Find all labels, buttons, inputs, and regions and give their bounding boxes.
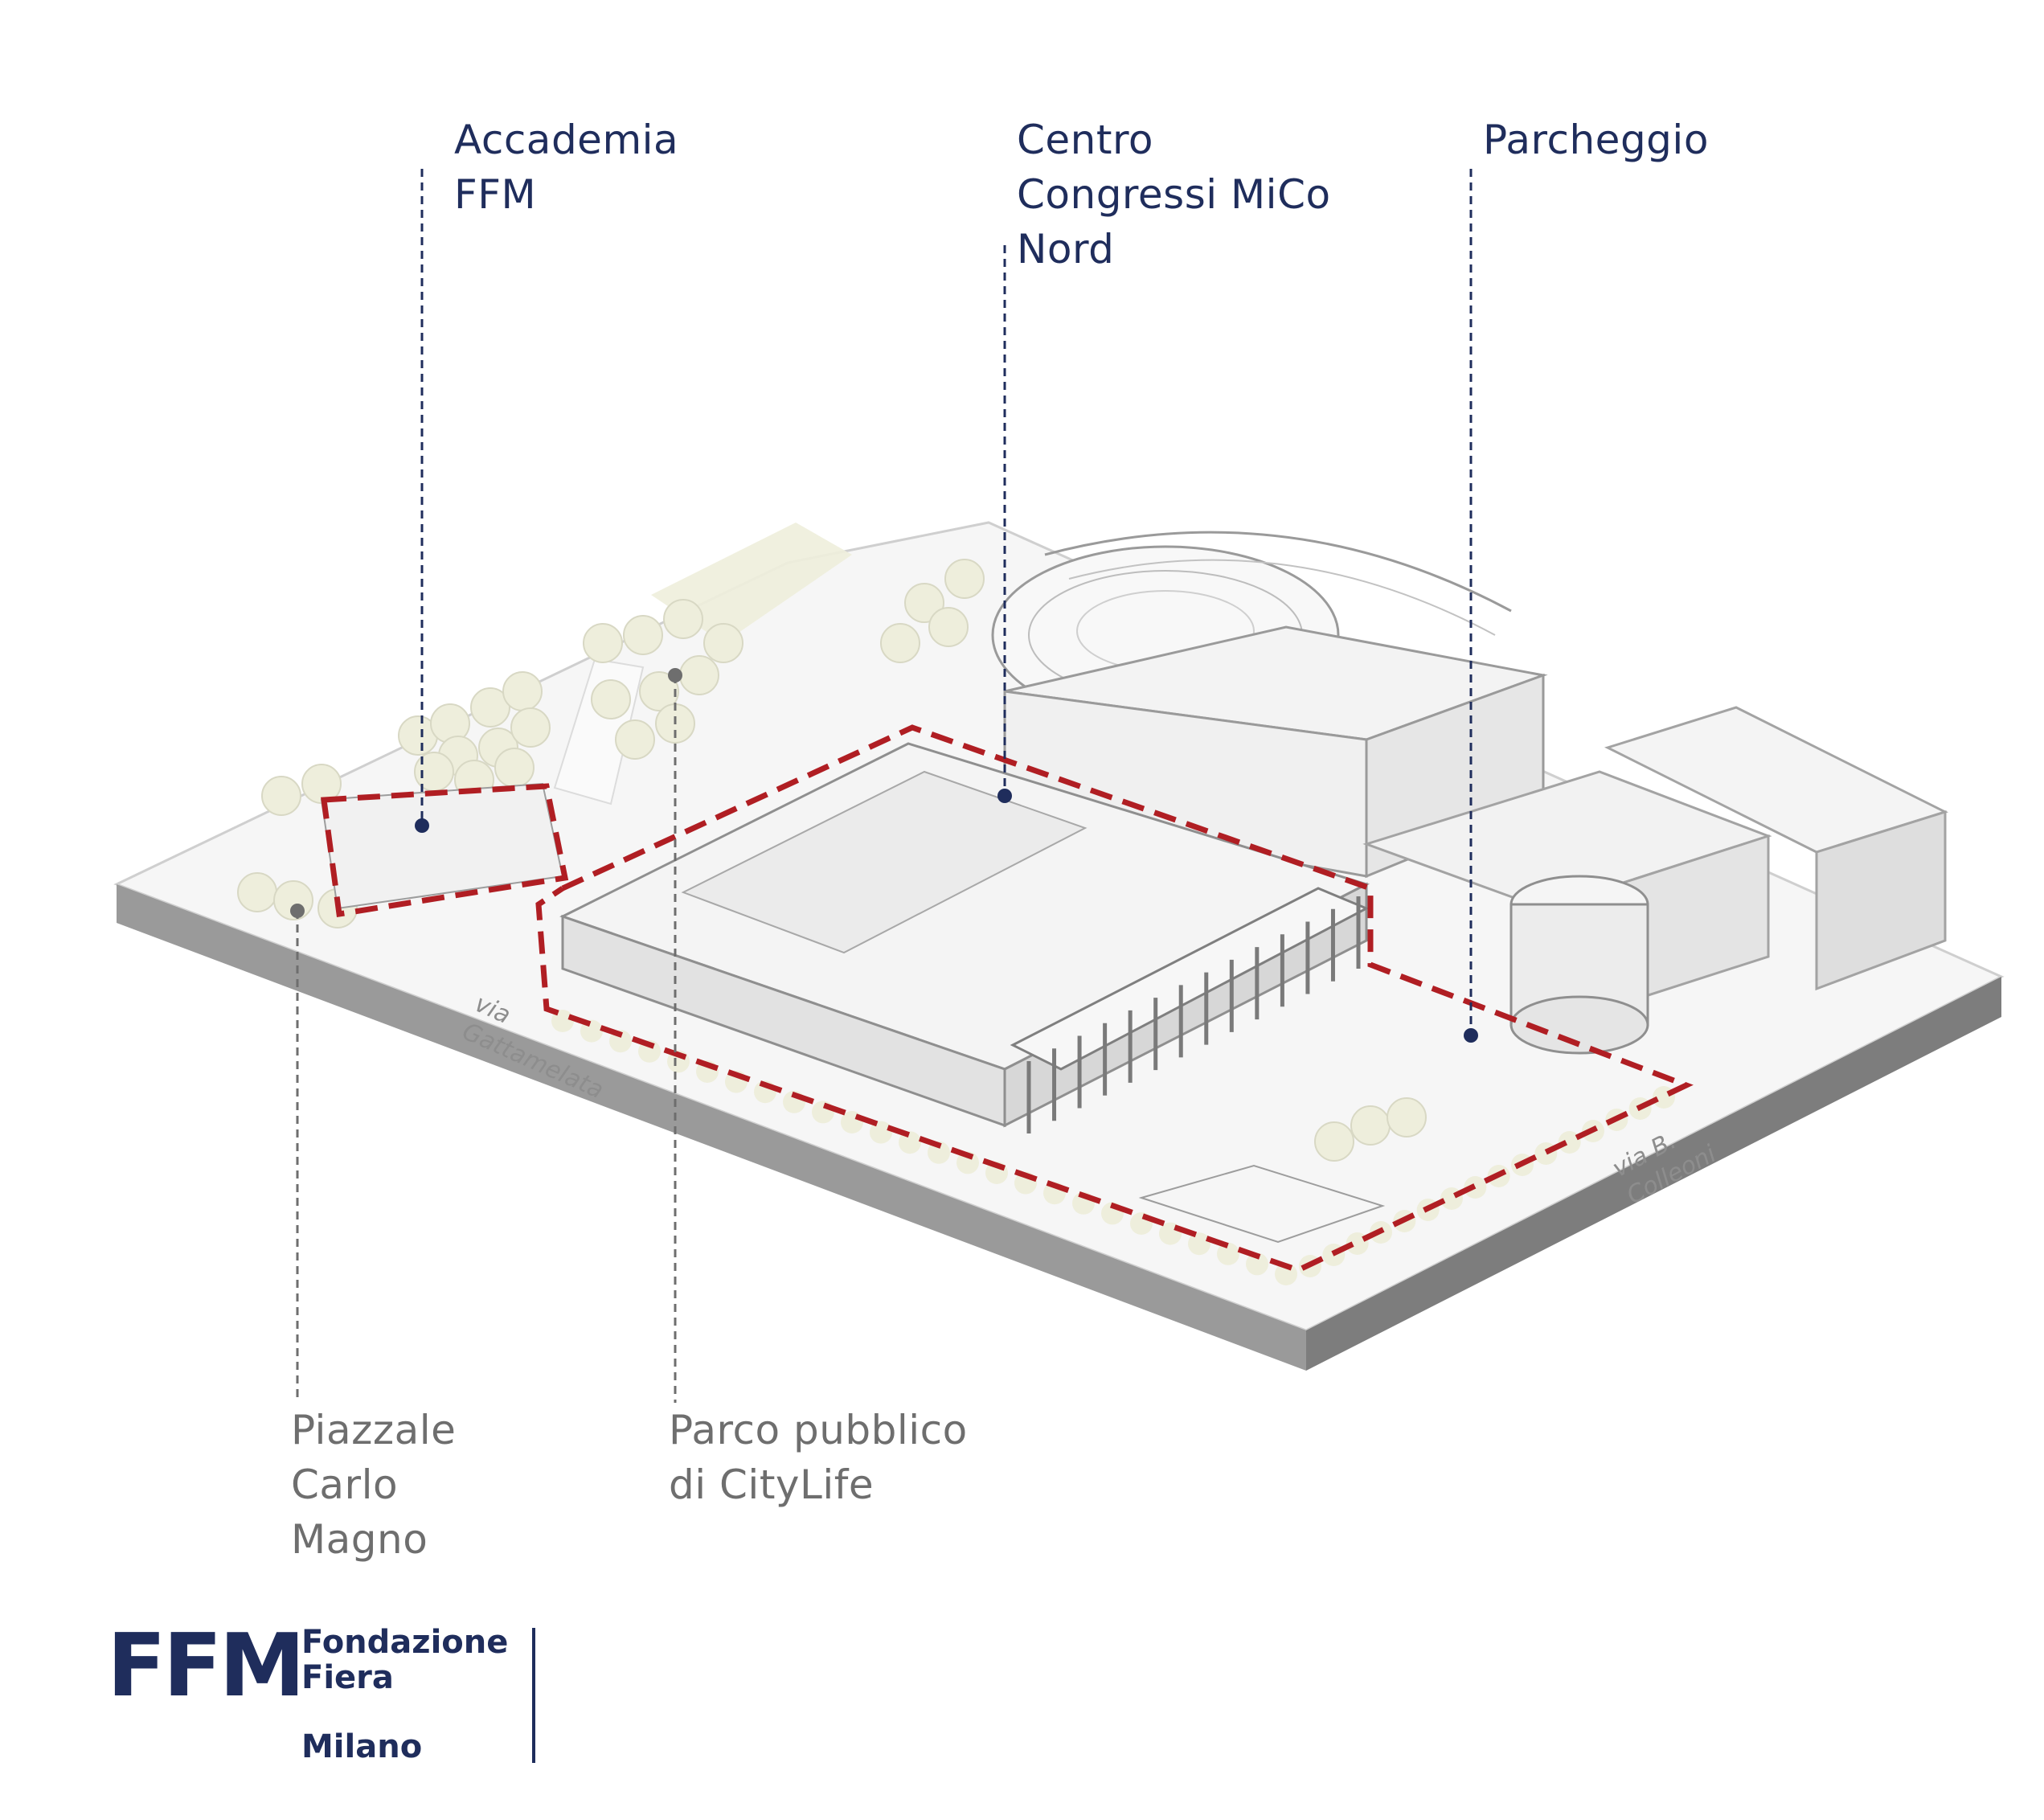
base-side-right	[1306, 977, 2001, 1371]
buildings	[320, 531, 1948, 1244]
label-centro-line3: Nord	[1017, 226, 1115, 273]
street-tree	[1188, 1232, 1210, 1256]
tree	[703, 623, 743, 663]
ffm-logo-mark: FFM	[107, 1616, 305, 1716]
logo-line-fondazione: Fondazione	[301, 1624, 509, 1661]
tree	[237, 872, 277, 912]
label-parco-line1: Parco pubblico	[669, 1407, 968, 1453]
label-piazzale: Piazzale Carlo Magno	[291, 1403, 456, 1567]
street-tree	[899, 1131, 921, 1154]
street-tree	[1275, 1263, 1297, 1285]
street-tree	[870, 1121, 892, 1144]
academy-boundary	[321, 783, 569, 918]
label-centro: Centro Congressi MiCo Nord	[1017, 113, 1331, 277]
tree	[583, 623, 623, 663]
leader-dot-piazzale	[290, 904, 305, 918]
leader-lines	[290, 169, 1478, 1403]
street-tree	[638, 1039, 661, 1063]
tree	[639, 671, 679, 711]
pavilion	[1138, 1164, 1386, 1244]
street-tree	[928, 1141, 950, 1164]
leader-dot-parco	[668, 668, 682, 682]
tree	[494, 748, 535, 788]
leader-dot-centro	[997, 789, 1012, 803]
tree	[623, 615, 663, 655]
tree	[1350, 1105, 1391, 1146]
tree	[615, 719, 655, 760]
label-accademia-line1: Accademia	[454, 117, 679, 163]
street-tree	[1246, 1252, 1268, 1276]
tree	[591, 679, 631, 719]
label-parco-line2: di CityLife	[669, 1461, 875, 1508]
base-side-left	[117, 884, 1306, 1371]
parking-ramp-bottom	[1509, 995, 1649, 1055]
label-centro-line2: Congressi MiCo	[1017, 171, 1331, 218]
tree	[502, 671, 543, 711]
site-boundaries	[321, 724, 1694, 1273]
tree	[1314, 1121, 1354, 1162]
label-centro-line1: Centro	[1017, 117, 1154, 163]
site-boundary	[535, 724, 1694, 1273]
tree	[679, 655, 719, 695]
main-hall-skylight	[681, 770, 1088, 954]
tree	[261, 776, 301, 816]
tree	[904, 583, 944, 623]
canopy-columns	[1026, 896, 1361, 1133]
label-piazzale-line2: Carlo	[291, 1461, 399, 1508]
tree	[663, 599, 703, 639]
annex-right-front	[1815, 810, 1947, 991]
tree	[510, 707, 551, 748]
tree	[880, 623, 920, 663]
mico-roof-arc-2	[1068, 559, 1496, 636]
tree	[470, 687, 510, 728]
mico-roof-arc	[1044, 531, 1512, 613]
label-accademia: Accademia FFM	[454, 113, 678, 222]
street-tree	[1217, 1242, 1239, 1265]
tree	[1387, 1097, 1427, 1138]
logo-line-milano: Milano	[301, 1728, 423, 1765]
canopy-roof	[1010, 887, 1370, 1071]
leader-dot-parcheggio	[1464, 1028, 1478, 1043]
leader-dot-accademia	[415, 818, 429, 833]
street-tree	[812, 1101, 834, 1124]
street-tree	[956, 1151, 979, 1174]
street-tree	[1558, 1131, 1581, 1154]
label-parcheggio-line1: Parcheggio	[1483, 117, 1709, 163]
tree	[928, 607, 969, 647]
label-accademia-line2: FFM	[454, 171, 537, 218]
logo-divider	[532, 1628, 535, 1763]
tree	[944, 559, 985, 599]
label-parco: Parco pubblico di CityLife	[669, 1403, 968, 1512]
label-parcheggio: Parcheggio	[1483, 113, 1709, 167]
tree	[414, 752, 454, 792]
label-piazzale-line1: Piazzale	[291, 1407, 457, 1453]
label-piazzale-line3: Magno	[291, 1516, 428, 1563]
logo-line-fiera: Fiera	[301, 1659, 394, 1696]
